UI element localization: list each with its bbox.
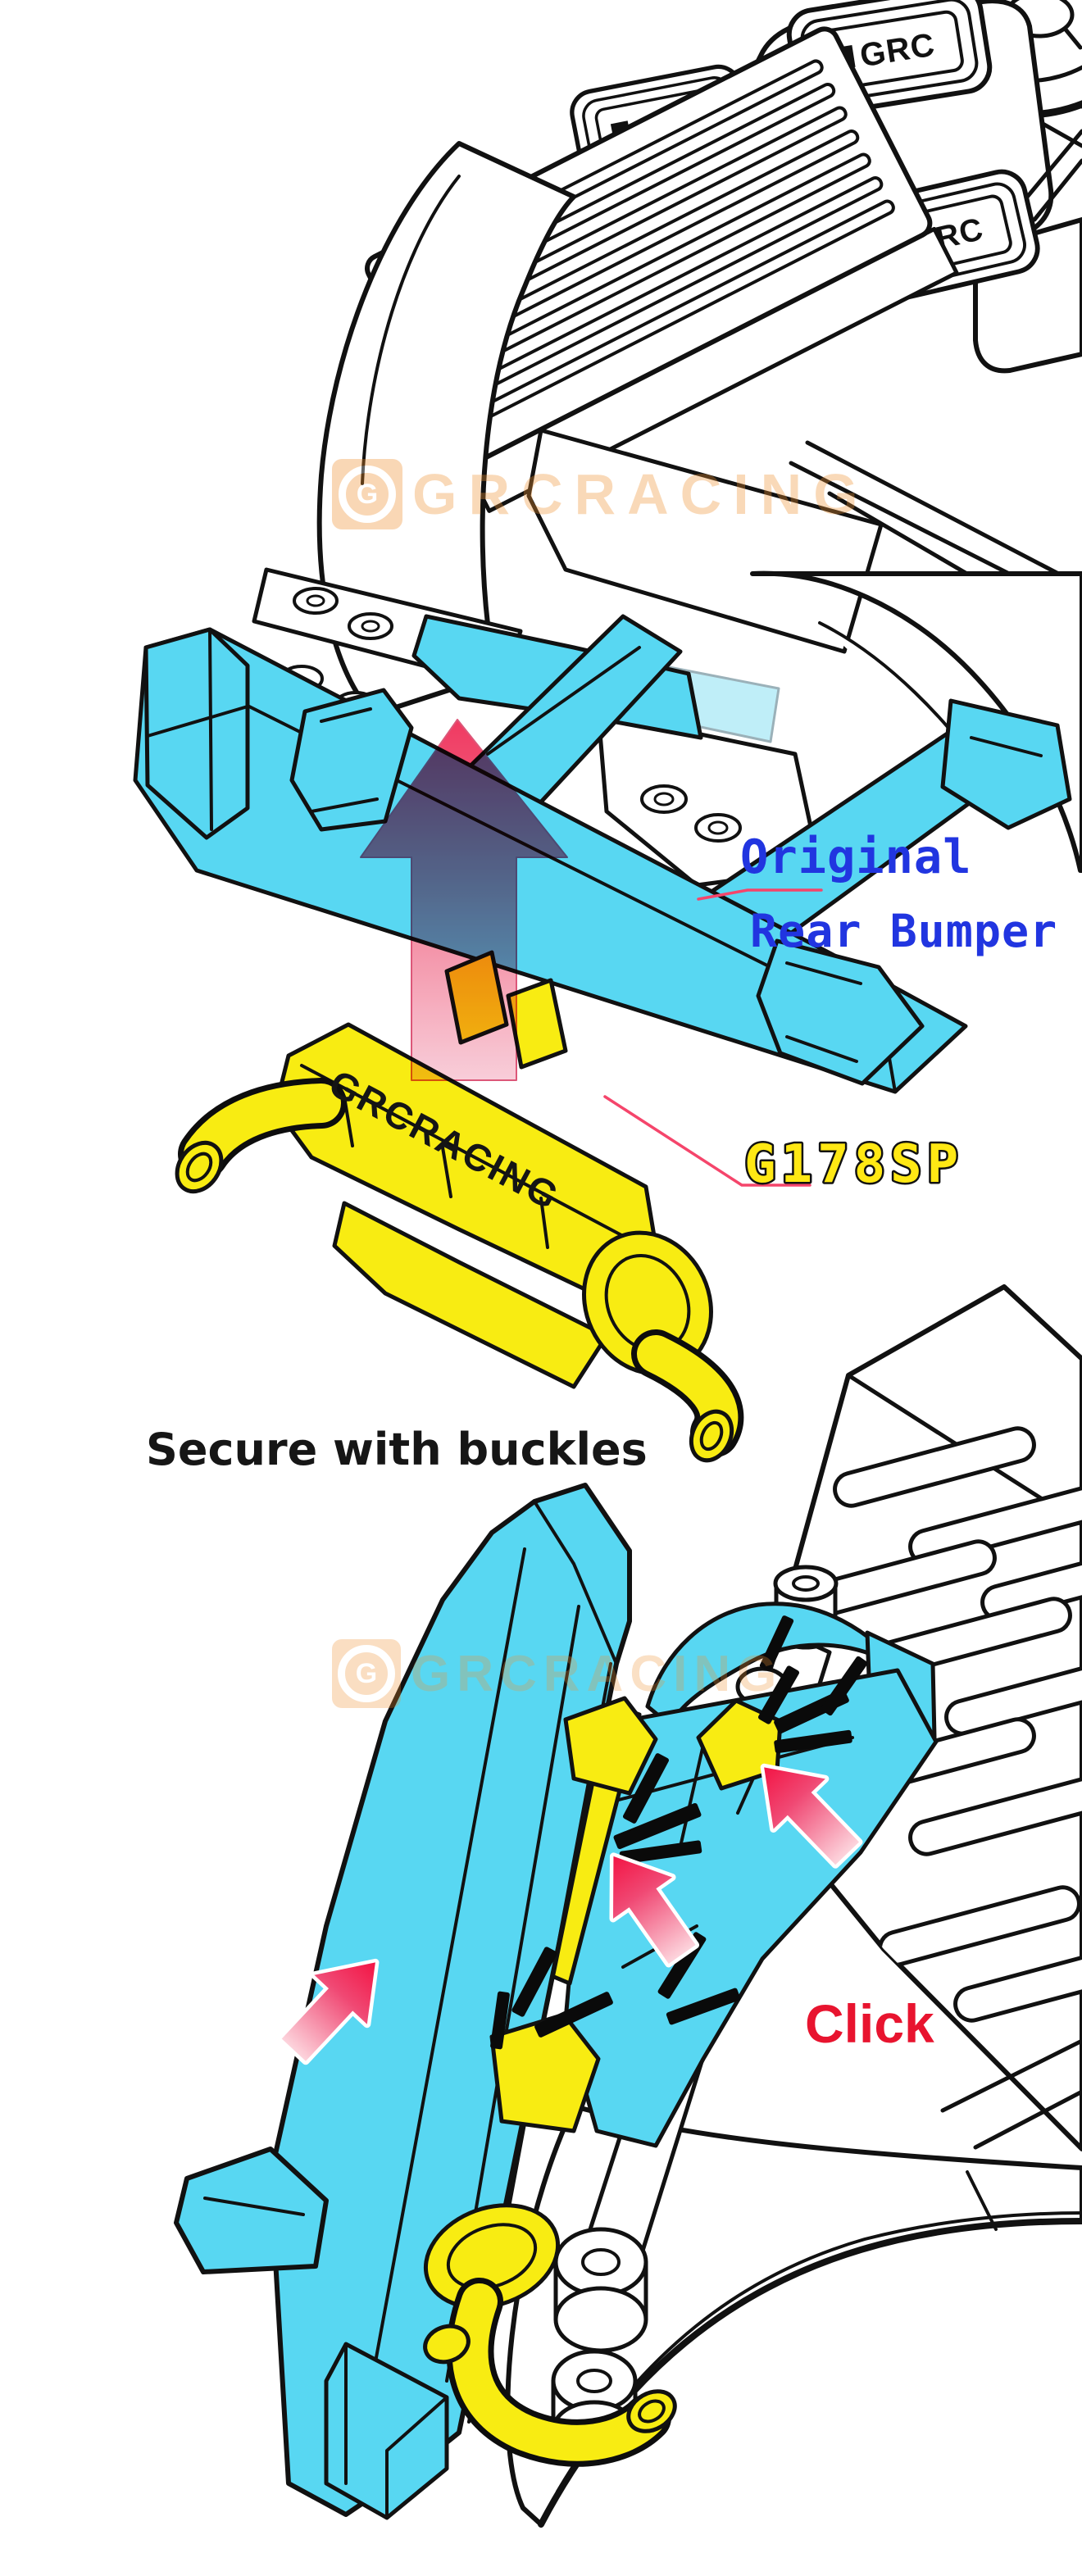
leader-original [697, 888, 823, 901]
rear-headrest: GRC [839, 169, 1040, 307]
fender-sweep [505, 2038, 1082, 2528]
push-arrow-bottom [278, 1958, 380, 2065]
install-arrow [360, 719, 568, 1081]
watermark-logo-icon: G [332, 459, 402, 529]
seat-left-headrest: GRC [570, 64, 752, 185]
chassis-rail-left [252, 567, 523, 719]
grc-logo-text: GRC [632, 102, 703, 146]
hidden-part-ghost [625, 658, 780, 743]
g178sp-part: GRCRACING [175, 950, 744, 1463]
buckle-bottom [489, 2012, 601, 2133]
watermark-text: GRCRACING [412, 462, 870, 526]
label-original-line1: Original [740, 830, 972, 884]
steering-wheel [917, 0, 1082, 148]
step-title: Secure with buckles [146, 1424, 648, 1475]
watermark: G GRCRACING [332, 459, 870, 529]
watermark: G GRCRACING [332, 1639, 783, 1708]
rear-bench [973, 129, 1082, 374]
watermark-logo-icon: G [332, 1639, 401, 1708]
push-arrow-middle [609, 1852, 700, 1968]
diagram-buckle-install: Secure with buckles Click [146, 1284, 1082, 2528]
leader-g178sp [603, 1095, 812, 1187]
watermark-text: GRCRACING [411, 1645, 784, 1702]
click-label: Click [805, 1993, 934, 2054]
buckle-top-right [696, 1698, 783, 1791]
truck-bed [737, 1284, 1082, 2151]
push-arrows [278, 1763, 863, 2065]
push-arrow-right [760, 1763, 863, 1869]
seat-right-headrest: GRC [786, 0, 993, 117]
shock-cylinder-lower [551, 2349, 638, 2460]
buckle-strip [532, 1698, 642, 1986]
embossed-brand-text: GRCRACING [322, 1061, 567, 1219]
label-original-line2: Rear Bumper [750, 905, 1058, 957]
shock-cylinder-upper [553, 2227, 648, 2353]
grc-logo-text: GRC [857, 27, 938, 75]
part-code-label: G178SP [744, 1134, 963, 1195]
grc-logo-text: GRC [907, 211, 987, 262]
seat-right [735, 0, 1054, 330]
buckles [489, 1696, 783, 2133]
seat-left [570, 112, 788, 461]
diagram-exploded-view: GRC GRC [133, 0, 1082, 1463]
cargo-deck [365, 26, 959, 513]
exhaust-assembled [423, 2203, 677, 2467]
cab-side-panel [316, 141, 576, 717]
buckle-top-left [563, 1696, 658, 1796]
